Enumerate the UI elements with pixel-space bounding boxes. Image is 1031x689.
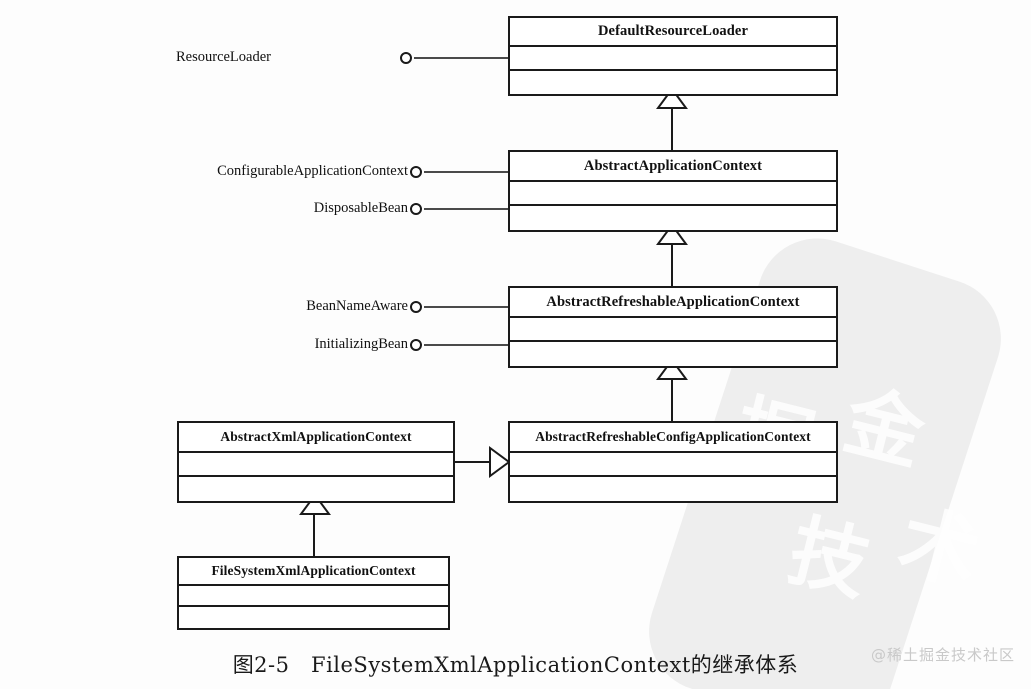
class-name-abstract-application-context: AbstractApplicationContext — [510, 152, 836, 183]
generalization-line-fsxac-to-axac — [313, 503, 315, 559]
interface-label-resource-loader: ResourceLoader — [175, 49, 271, 65]
lollipop-configurable-application-context — [410, 166, 422, 178]
lollipop-initializing-bean — [410, 339, 422, 351]
class-operations-abstract-refreshable-application-context — [510, 342, 836, 366]
class-attributes-abstract-application-context — [510, 182, 836, 207]
generalization-line-axac-to-arcac — [455, 461, 489, 463]
realization-line-resource-loader — [414, 57, 509, 59]
generalization-arrow-aac-to-drl — [656, 87, 688, 109]
class-operations-abstract-xml-application-context — [179, 477, 453, 501]
class-name-abstract-xml-application-context: AbstractXmlApplicationContext — [179, 423, 453, 454]
class-box-abstract-xml-application-context[interactable]: AbstractXmlApplicationContext — [177, 421, 455, 503]
generalization-arrow-axac-to-arcac — [489, 446, 511, 478]
class-attributes-default-resource-loader — [510, 47, 836, 71]
realization-line-initializing-bean — [424, 344, 509, 346]
class-attributes-abstract-refreshable-application-context — [510, 318, 836, 343]
class-name-abstract-refreshable-application-context: AbstractRefreshableApplicationContext — [510, 288, 836, 319]
class-operations-default-resource-loader — [510, 71, 836, 94]
class-operations-abstract-application-context — [510, 206, 836, 230]
class-attributes-abstract-refreshable-config-application-context — [510, 453, 836, 478]
realization-line-configurable-application-context — [424, 171, 509, 173]
generalization-line-aac-to-drl — [671, 97, 673, 151]
class-box-default-resource-loader[interactable]: DefaultResourceLoader — [508, 16, 838, 96]
class-name-file-system-xml-application-context: FileSystemXmlApplicationContext — [179, 558, 448, 587]
watermark-glyph-3: 技 — [780, 505, 878, 613]
interface-label-configurable-application-context: ConfigurableApplicationContext — [217, 163, 408, 179]
interface-label-bean-name-aware: BeanNameAware — [306, 298, 408, 314]
class-operations-abstract-refreshable-config-application-context — [510, 477, 836, 501]
class-name-default-resource-loader: DefaultResourceLoader — [510, 18, 836, 48]
class-box-abstract-refreshable-application-context[interactable]: AbstractRefreshableApplicationContext — [508, 286, 838, 368]
lollipop-bean-name-aware — [410, 301, 422, 313]
class-name-abstract-refreshable-config-application-context: AbstractRefreshableConfigApplicationCont… — [510, 423, 836, 454]
interface-label-initializing-bean: InitializingBean — [314, 336, 408, 352]
class-operations-file-system-xml-application-context — [179, 607, 448, 628]
realization-line-bean-name-aware — [424, 306, 509, 308]
figure-caption: 图2-5 FileSystemXmlApplicationContext的继承体… — [232, 653, 799, 677]
class-attributes-abstract-xml-application-context — [179, 453, 453, 478]
realization-line-disposable-bean — [424, 208, 509, 210]
class-attributes-file-system-xml-application-context — [179, 586, 448, 608]
interface-label-disposable-bean: DisposableBean — [313, 200, 408, 216]
class-box-abstract-application-context[interactable]: AbstractApplicationContext — [508, 150, 838, 232]
generalization-arrow-fsxac-to-axac — [299, 493, 331, 515]
class-box-abstract-refreshable-config-application-context[interactable]: AbstractRefreshableConfigApplicationCont… — [508, 421, 838, 503]
lollipop-resource-loader — [400, 52, 412, 64]
watermark-glyph-2: 金 — [835, 375, 933, 483]
lollipop-disposable-bean — [410, 203, 422, 215]
watermark-glyph-4: 术 — [890, 495, 988, 603]
class-box-file-system-xml-application-context[interactable]: FileSystemXmlApplicationContext — [177, 556, 450, 630]
